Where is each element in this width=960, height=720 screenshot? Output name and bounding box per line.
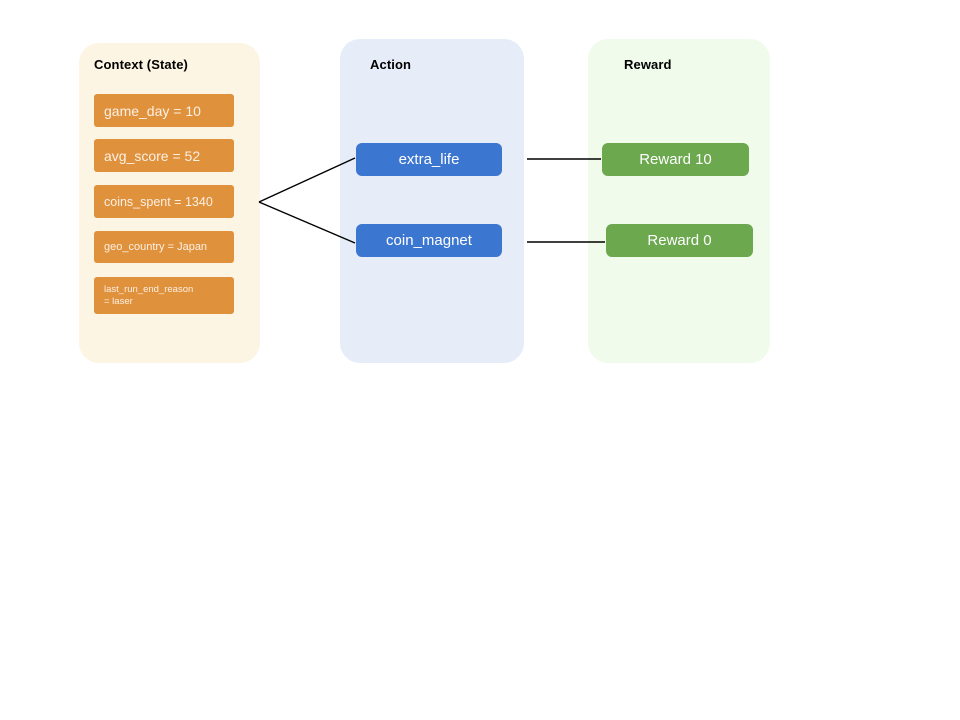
- reward-chip-reward-0: Reward 0: [606, 224, 753, 257]
- panel-title-context: Context (State): [94, 57, 188, 72]
- action-chip-coin-magnet[interactable]: coin_magnet: [356, 224, 502, 257]
- panel-title-action: Action: [370, 57, 412, 72]
- panel-reward: [588, 39, 770, 363]
- action-chip-extra-life[interactable]: extra_life: [356, 143, 502, 176]
- context-chip-last-run-end-reason: last_run_end_reason = laser: [94, 277, 234, 314]
- reward-chip-reward-10: Reward 10: [602, 143, 749, 176]
- context-chip-avg-score: avg_score = 52: [94, 139, 234, 172]
- panel-action: [340, 39, 524, 363]
- context-chip-geo-country: geo_country = Japan: [94, 231, 234, 263]
- context-chip-game-day: game_day = 10: [94, 94, 234, 127]
- panel-title-reward: Reward: [624, 57, 672, 72]
- context-chip-coins-spent: coins_spent = 1340: [94, 185, 234, 218]
